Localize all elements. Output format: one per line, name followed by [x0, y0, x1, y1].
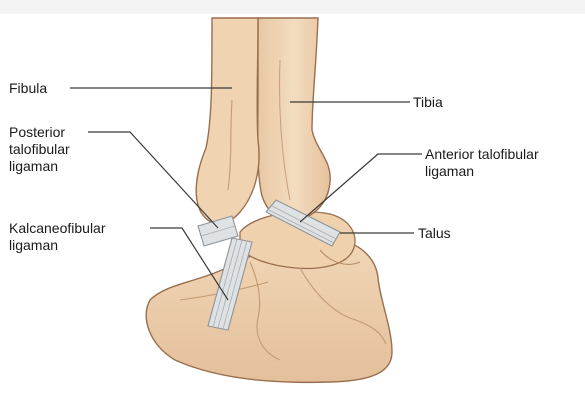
posterior-talofibular-line-3: ligaman — [9, 158, 70, 175]
calcaneofibular-label: Kalcaneofibular ligaman — [9, 220, 106, 254]
anterior-talofibular-line-2: ligaman — [425, 163, 539, 180]
anterior-talofibular-label: Anterior talofibular ligaman — [425, 146, 539, 180]
tibia-bone — [258, 18, 330, 221]
anterior-talofibular-line-1: Anterior talofibular — [425, 146, 539, 163]
posterior-talofibular-line-1: Posterior — [9, 124, 70, 141]
calcaneofibular-line-1: Kalcaneofibular — [9, 220, 106, 237]
calcaneofibular-line-2: ligaman — [9, 237, 106, 254]
posterior-talofibular-line-2: talofibular — [9, 141, 70, 158]
fibula-bone — [196, 18, 259, 224]
talus-label: Talus — [418, 225, 451, 242]
posterior-talofibular-label: Posterior talofibular ligaman — [9, 124, 70, 175]
top-fade — [0, 0, 585, 14]
tibia-label: Tibia — [413, 94, 443, 111]
fibula-label: Fibula — [9, 80, 47, 97]
